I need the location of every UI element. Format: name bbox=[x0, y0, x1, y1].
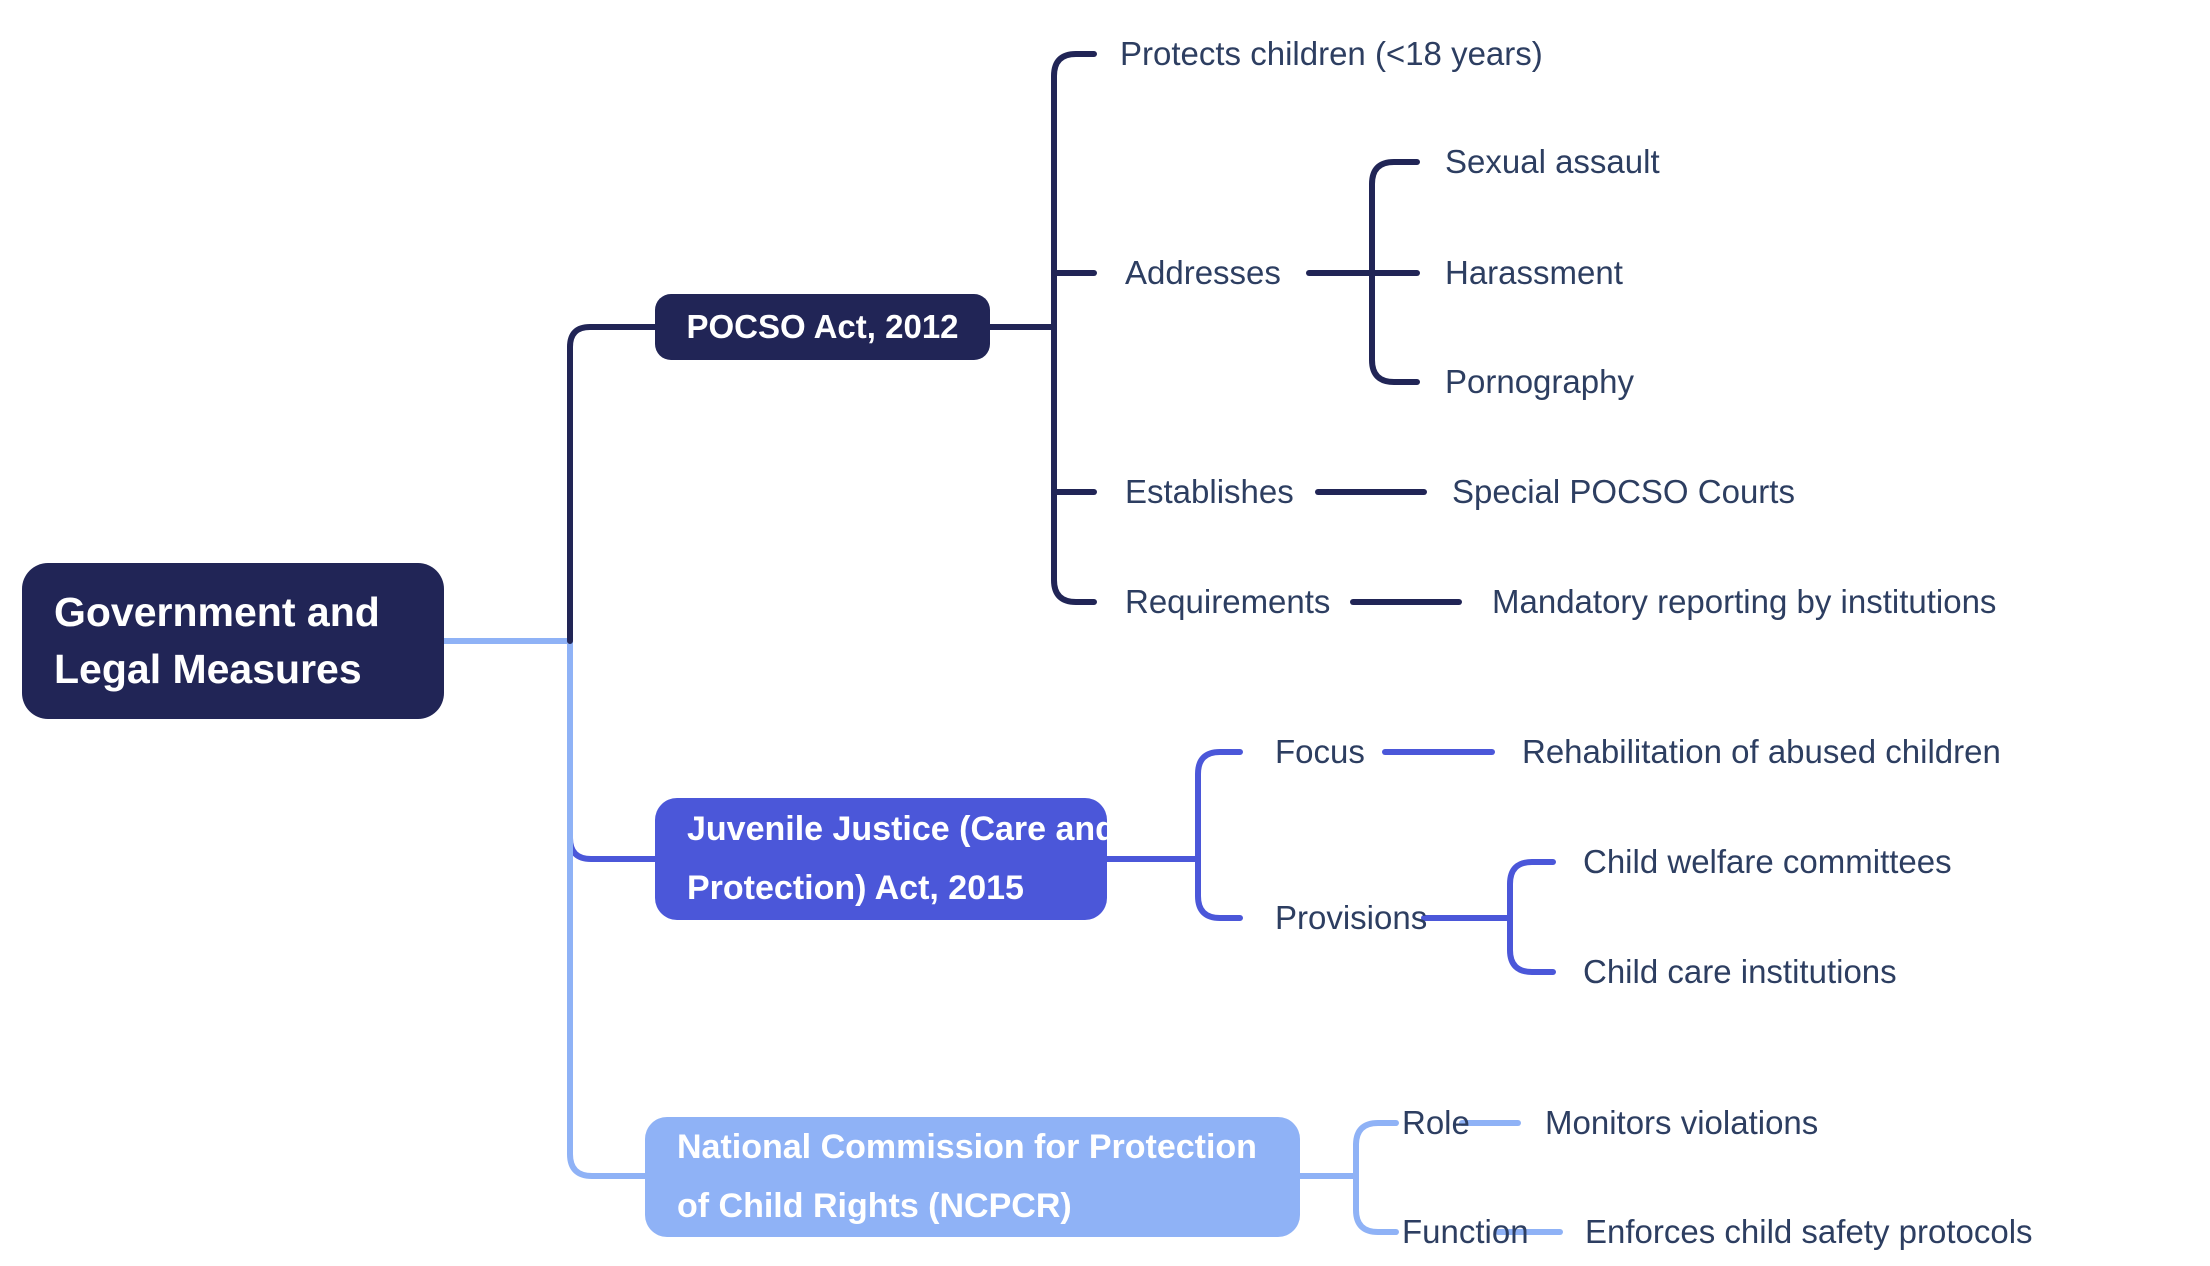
connector-pocso-trunk bbox=[1051, 51, 1097, 605]
branch-node-juvenile-label-line1: Juvenile Justice (Care and bbox=[687, 810, 1116, 848]
leaf-requirements[interactable]: Requirements bbox=[1125, 583, 1331, 620]
root-node-government-legal-measures[interactable]: Government and Legal Measures bbox=[22, 563, 444, 719]
leaf-special-pocso-courts[interactable]: Special POCSO Courts bbox=[1452, 473, 1795, 510]
connector-juvenile-trunk bbox=[1195, 749, 1243, 921]
leaf-mandatory-reporting[interactable]: Mandatory reporting by institutions bbox=[1492, 583, 1997, 620]
leaf-enforces-protocols[interactable]: Enforces child safety protocols bbox=[1585, 1213, 2033, 1250]
leaf-establishes[interactable]: Establishes bbox=[1125, 473, 1294, 510]
leaf-child-care-institutions[interactable]: Child care institutions bbox=[1583, 953, 1897, 990]
leaf-protects-children[interactable]: Protects children (<18 years) bbox=[1120, 35, 1543, 72]
leaf-function[interactable]: Function bbox=[1402, 1213, 1529, 1250]
connector-addresses-subtrunk bbox=[1369, 159, 1420, 385]
leaf-child-welfare-committees[interactable]: Child welfare committees bbox=[1583, 843, 1952, 880]
leaf-focus[interactable]: Focus bbox=[1275, 733, 1365, 770]
leaf-pornography[interactable]: Pornography bbox=[1445, 363, 1634, 400]
connector-ncpcr-trunk bbox=[1353, 1120, 1399, 1235]
leaf-addresses[interactable]: Addresses bbox=[1125, 254, 1281, 291]
branch-node-ncpcr[interactable]: National Commission for Protection of Ch… bbox=[645, 1117, 1300, 1237]
branch-node-pocso-act[interactable]: POCSO Act, 2012 bbox=[655, 294, 990, 360]
leaf-harassment[interactable]: Harassment bbox=[1445, 254, 1623, 291]
leaf-role[interactable]: Role bbox=[1402, 1104, 1470, 1141]
leaf-sexual-assault[interactable]: Sexual assault bbox=[1445, 143, 1660, 180]
connector-root-to-pocso bbox=[567, 324, 658, 644]
root-node-label-line1: Government and bbox=[54, 589, 380, 635]
leaf-rehabilitation[interactable]: Rehabilitation of abused children bbox=[1522, 733, 2001, 770]
connector-provisions-subtrunk bbox=[1507, 859, 1556, 975]
branch-node-juvenile-label-line2: Protection) Act, 2015 bbox=[687, 869, 1024, 907]
branch-node-ncpcr-label-line1: National Commission for Protection bbox=[677, 1128, 1257, 1166]
connector-root-to-juvenile bbox=[567, 638, 658, 862]
branch-node-ncpcr-label-line2: of Child Rights (NCPCR) bbox=[677, 1187, 1072, 1225]
connector-root-to-ncpcr bbox=[567, 638, 648, 1179]
root-node-label-line2: Legal Measures bbox=[54, 646, 362, 692]
branch-node-pocso-label: POCSO Act, 2012 bbox=[686, 308, 959, 345]
leaf-provisions[interactable]: Provisions bbox=[1275, 899, 1428, 936]
branch-node-juvenile-justice-act[interactable]: Juvenile Justice (Care and Protection) A… bbox=[655, 798, 1116, 920]
leaf-monitors-violations[interactable]: Monitors violations bbox=[1545, 1104, 1819, 1141]
